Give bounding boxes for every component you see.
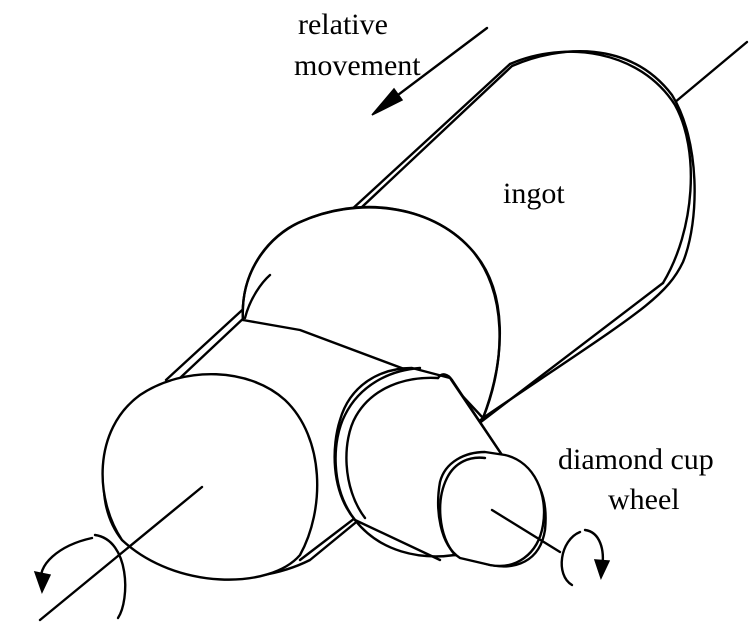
label-relative: relative: [298, 8, 388, 41]
hub-ring: [438, 456, 487, 557]
wheel-rotation-arrow: [560, 528, 611, 587]
cup-rim-outer: [334, 366, 422, 522]
ingot-axis-upper: [666, 40, 749, 110]
ingot-far-end: [508, 50, 693, 285]
groove-inner-arc: [243, 273, 272, 320]
ingot-near-face: [101, 372, 319, 581]
label-ingot: ingot: [503, 177, 565, 210]
cup-wheel-axis: [490, 508, 562, 554]
cup-rim-notch: [436, 373, 454, 382]
label-movement: movement: [294, 49, 421, 82]
groove-arc: [241, 206, 501, 420]
label-diamond-cup: diamond cup: [558, 443, 714, 476]
relative-movement-arrow: [371, 26, 489, 116]
ground-groove: [241, 205, 501, 420]
movement-arrowhead: [371, 87, 404, 116]
cup-taper-bottom: [353, 518, 442, 562]
ingot-rotation-arrow: [33, 533, 127, 620]
cup-wheel: [333, 366, 562, 568]
wheel-rotation-arrowhead: [593, 559, 611, 581]
cup-taper-top: [450, 378, 504, 457]
ingot-axis-lower: [38, 485, 204, 622]
wheel-rotation-arc-left: [560, 530, 582, 587]
ingot-rotation-arc-lower: [93, 533, 127, 620]
label-wheel: wheel: [608, 483, 680, 516]
ingot-rotation-arrowhead: [33, 571, 52, 594]
cup-rim-inner: [345, 376, 440, 520]
